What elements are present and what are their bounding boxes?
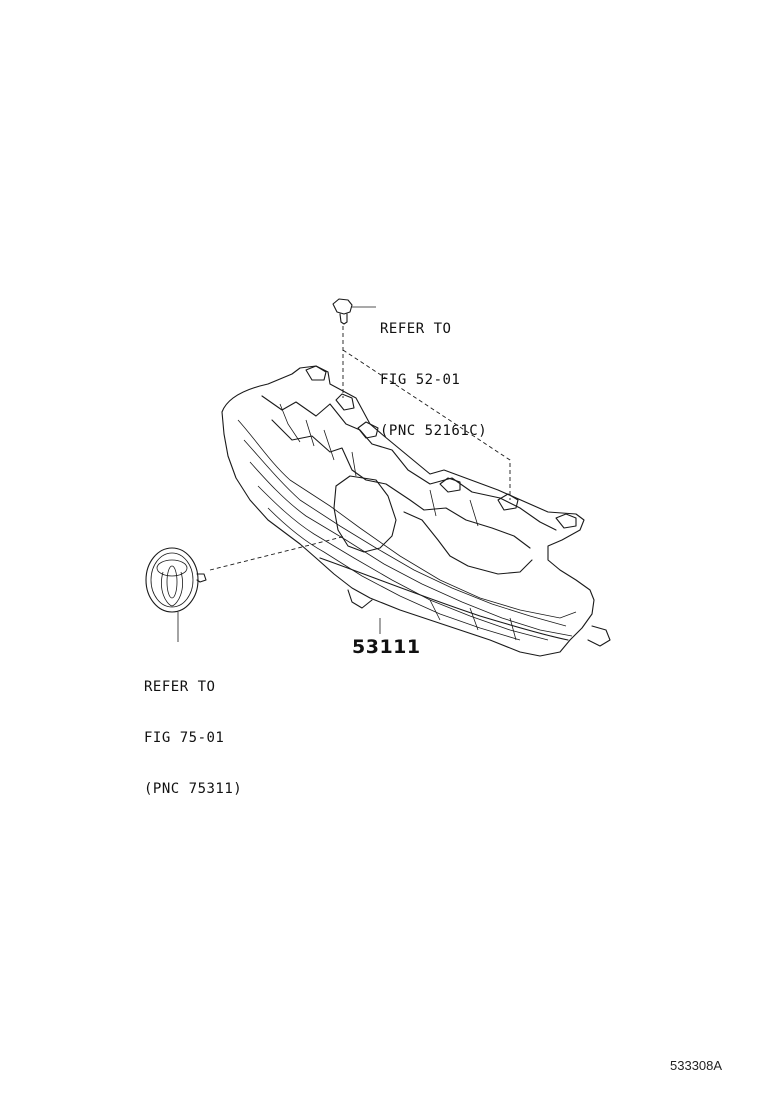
emblem-ref-line1: REFER TO: [144, 679, 216, 695]
emblem-ref-line3: (PNC 75311): [144, 781, 243, 797]
clip-ref-line3: (PNC 52161C): [380, 423, 488, 439]
emblem-dashed-leader: [209, 535, 347, 571]
emblem-ref-line2: FIG 75-01: [144, 730, 225, 746]
emblem-reference-callout: REFER TO FIG 75-01 (PNC 75311): [144, 645, 242, 815]
clip-ref-line2: FIG 52-01: [380, 372, 461, 388]
clip-dashed-leader: [342, 326, 511, 500]
part-number-label: 53111: [352, 636, 421, 658]
illustration-number: 533308A: [670, 1058, 723, 1073]
emblem-drawing: [145, 547, 207, 613]
clip-ref-line1: REFER TO: [380, 321, 452, 337]
clip-reference-callout: REFER TO FIG 52-01 (PNC 52161C): [380, 287, 487, 457]
clip-fastener-drawing: [332, 298, 376, 325]
radiator-grille-drawing: [221, 365, 611, 657]
